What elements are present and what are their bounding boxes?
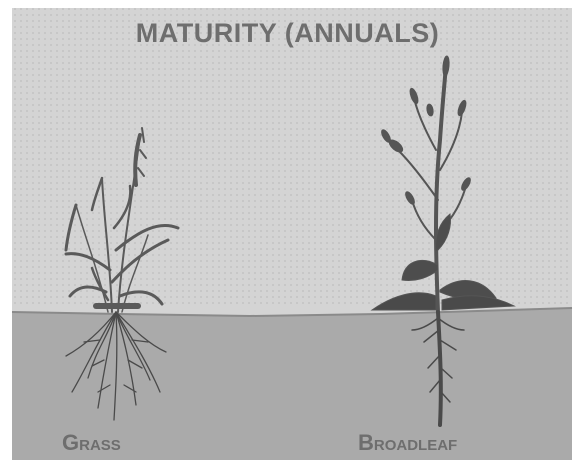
sky-texture	[12, 8, 572, 308]
broadleaf-label: Broadleaf	[358, 432, 457, 454]
diagram-title: MATURITY (ANNUALS)	[0, 20, 575, 47]
grass-label: Grass	[62, 432, 121, 454]
